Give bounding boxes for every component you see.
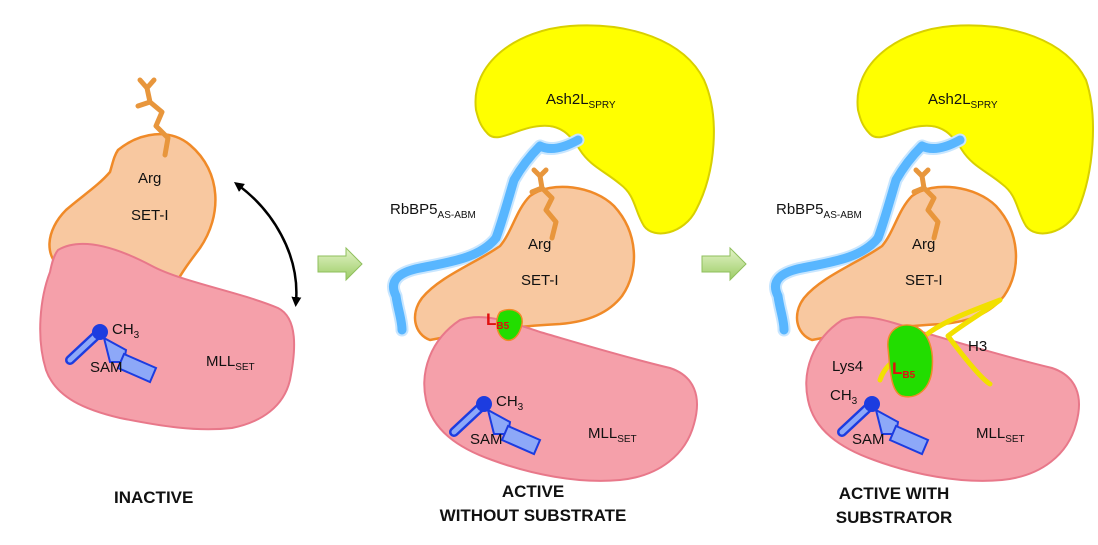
ash2l-spry-domain (856, 24, 1094, 235)
arg-label: Arg (138, 170, 161, 187)
mll-subscript: SET (1005, 434, 1024, 445)
sam-label: SAM (470, 431, 503, 448)
sam-label: SAM (90, 359, 123, 376)
lb5-subscript: B5 (902, 370, 915, 381)
caption-substrate-line1: ACTIVE WITH (839, 484, 950, 503)
ash2l-label: Ash2L (546, 91, 589, 108)
sam-label: SAM (852, 431, 885, 448)
svg-text:CH3: CH3 (112, 321, 140, 341)
ch3-label: CH (496, 393, 518, 410)
caption-inactive: INACTIVE (114, 488, 193, 507)
svg-text:CH3: CH3 (830, 387, 858, 407)
arg-label: Arg (528, 236, 551, 253)
double-headed-arrow (233, 182, 302, 307)
lb5-loop (495, 308, 523, 342)
mll-label: MLL (588, 425, 617, 442)
mll-set-domain (39, 242, 296, 431)
svg-text:Ash2LSPRY: Ash2LSPRY (928, 91, 998, 111)
panel-inactive: Arg SET-I CH3 SAM MLLSET INACTIVE (39, 77, 302, 507)
svg-text:LB5: LB5 (486, 310, 510, 332)
ch3-label: CH (112, 321, 134, 338)
svg-text:CH3: CH3 (496, 393, 524, 413)
lb5-loop (887, 324, 934, 398)
svg-text:MLLSET: MLLSET (588, 425, 637, 445)
arg-sidechain (529, 167, 559, 241)
lb5-label: L (892, 359, 902, 378)
caption-active-line1: ACTIVE (502, 482, 564, 501)
lys4-label: Lys4 (832, 358, 863, 375)
mll-subscript: SET (617, 434, 636, 445)
sam-molecule-icon (837, 396, 930, 456)
h3-label: H3 (968, 338, 987, 355)
sam-molecule-icon (449, 396, 542, 456)
set-i-label: SET-I (905, 272, 943, 289)
svg-text:MLLSET: MLLSET (976, 425, 1025, 445)
rbbp5-subscript: AS-ABM (824, 210, 862, 221)
mll-label: MLL (976, 425, 1005, 442)
ch3-subscript: 3 (518, 402, 524, 413)
ash2l-label: Ash2L (928, 91, 971, 108)
transition-arrow (317, 246, 363, 282)
panel-active: Ash2LSPRY RbBP5AS-ABM Arg SET-I LB5 CH3 … (387, 24, 715, 525)
ch3-subscript: 3 (852, 396, 858, 407)
rbbp5-label: RbBP5 (776, 201, 824, 218)
lb5-subscript: B5 (496, 321, 509, 332)
rbbp5-strand-core (389, 135, 583, 335)
sam-molecule-icon (65, 324, 158, 384)
caption-active-line2: WITHOUT SUBSTRATE (440, 506, 627, 525)
lb5-label: L (486, 310, 496, 329)
panel-active-with-substrate: Ash2LSPRY RbBP5AS-ABM Arg SET-I H3 Lys4 … (769, 24, 1094, 527)
svg-text:RbBP5AS-ABM: RbBP5AS-ABM (390, 201, 476, 221)
mll-label: MLL (206, 353, 235, 370)
ash2l-spry-domain (474, 24, 715, 235)
set-i-label: SET-I (131, 207, 169, 224)
ash2l-subscript: SPRY (589, 100, 616, 111)
caption-substrate-line2: SUBSTRATOR (836, 508, 953, 527)
arg-label: Arg (912, 236, 935, 253)
mll-set-domain (423, 316, 698, 482)
ash2l-subscript: SPRY (971, 100, 998, 111)
arg-sidechain (135, 77, 171, 158)
rbbp5-subscript: AS-ABM (438, 210, 476, 221)
svg-text:Ash2LSPRY: Ash2LSPRY (546, 91, 616, 111)
svg-text:LB5: LB5 (892, 359, 916, 381)
ch3-subscript: 3 (134, 330, 140, 341)
ch3-label: CH (830, 387, 852, 404)
rbbp5-label: RbBP5 (390, 201, 438, 218)
svg-text:MLLSET: MLLSET (206, 353, 255, 373)
svg-text:RbBP5AS-ABM: RbBP5AS-ABM (776, 201, 862, 221)
set-i-label: SET-I (521, 272, 559, 289)
rbbp5-strand-core (771, 135, 965, 335)
transition-arrow (701, 246, 747, 282)
mll-subscript: SET (235, 362, 254, 373)
arg-sidechain (911, 167, 941, 241)
mll-set-domain (805, 316, 1080, 482)
